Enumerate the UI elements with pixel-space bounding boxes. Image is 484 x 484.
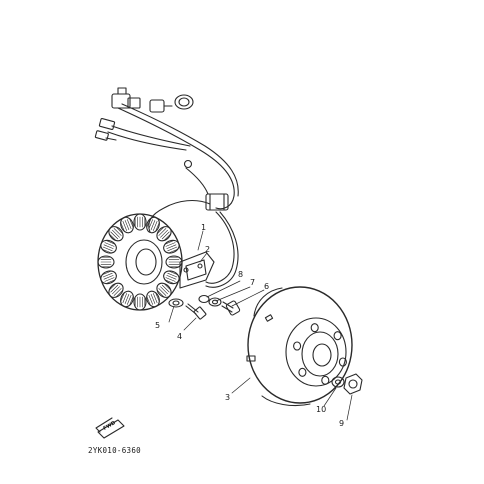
screw-and-washer-left — [168, 298, 207, 320]
forward-direction-badge — [95, 417, 125, 439]
callout-9: 9 — [339, 419, 345, 428]
stator-pole-winding — [97, 255, 115, 269]
stator-pole-winding — [120, 290, 134, 308]
callout-3: 3 — [225, 393, 231, 402]
wire-harness — [107, 103, 239, 288]
callout-7: 7 — [250, 278, 256, 287]
callout-4: 4 — [177, 332, 183, 341]
stator-coil — [97, 213, 183, 311]
rotor-hole — [293, 341, 302, 351]
rotor-hole — [338, 357, 347, 367]
part-number-label: 2YK010-6360 — [88, 446, 141, 455]
stator-pole-winding — [146, 290, 160, 308]
stator-pole-winding — [163, 239, 180, 254]
stator-pole-winding — [100, 270, 117, 285]
stator-pole-winding — [146, 216, 160, 234]
rotor-hole — [321, 375, 330, 385]
callout-8: 8 — [238, 270, 244, 279]
rotor-hole — [310, 323, 319, 333]
pickup-coil — [179, 251, 215, 289]
connector-plugs — [94, 87, 194, 141]
flywheel-rotor — [246, 286, 353, 407]
stator-pole-winding — [120, 216, 134, 234]
callout-2: 2 — [205, 245, 211, 254]
callout-1: 1 — [201, 223, 207, 232]
callout-5: 5 — [155, 321, 161, 330]
callout-10: 10 — [316, 405, 327, 414]
stator-pole-winding — [156, 226, 172, 242]
stator-pole-winding — [165, 255, 183, 269]
stator-pole-winding — [163, 270, 180, 285]
stator-pole-winding — [100, 239, 117, 254]
leader-lines — [168, 230, 353, 421]
rotor-hole — [333, 331, 342, 341]
stator-pole-winding — [108, 226, 124, 242]
wire-grommet — [183, 159, 229, 211]
washer-and-nut — [331, 373, 363, 395]
callout-6: 6 — [264, 282, 270, 291]
rotor-hole — [298, 367, 307, 377]
stator-pole-winding — [156, 282, 172, 298]
stator-pole-winding — [133, 293, 147, 311]
stator-pole-winding — [133, 213, 147, 231]
washers-and-bolt-right — [198, 294, 241, 316]
stator-pole-winding — [108, 282, 124, 298]
